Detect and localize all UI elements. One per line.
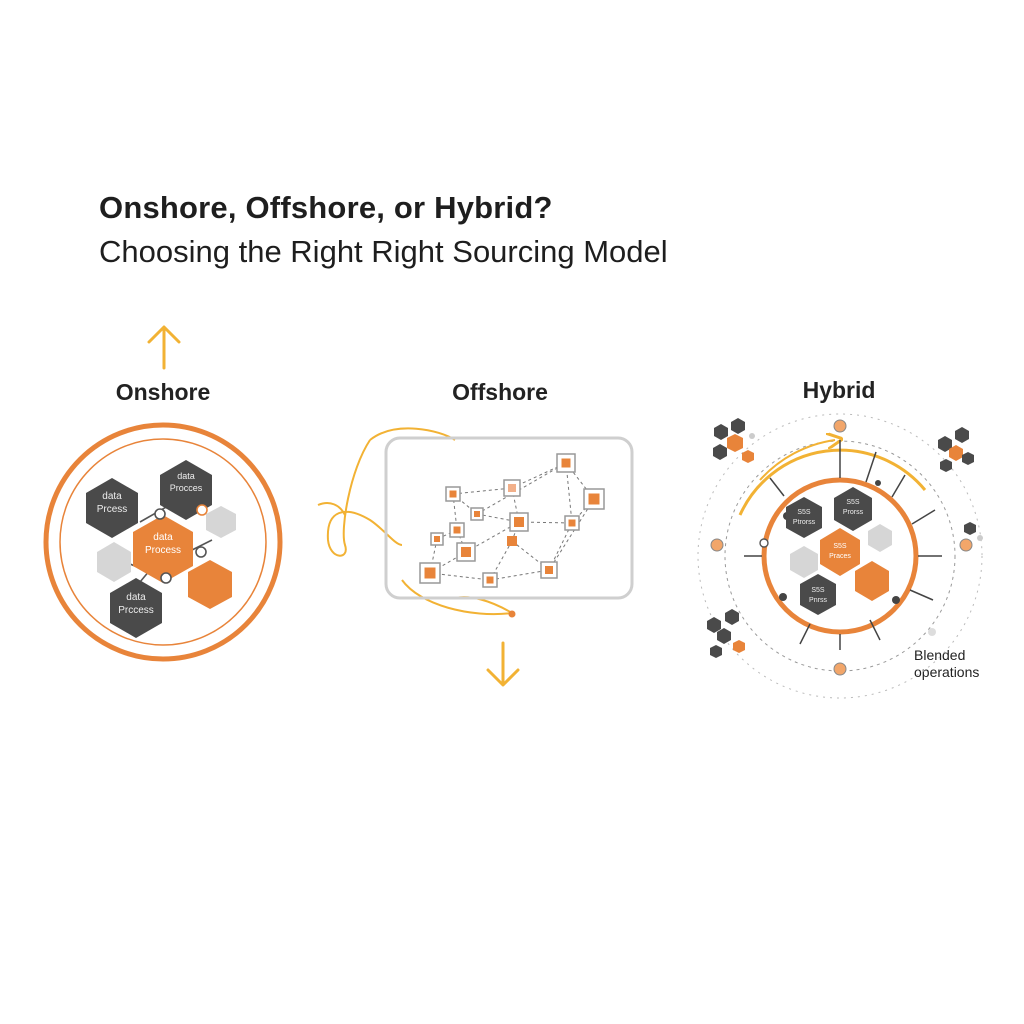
hybrid-ring-node [759, 538, 769, 548]
offshore-label: Offshore [452, 379, 548, 405]
onshore-hex-1-line1: data [102, 491, 122, 502]
onshore-hex-center-line1: data [153, 532, 173, 543]
onshore-outer-ring [43, 422, 283, 662]
onshore-inner-ring [59, 438, 267, 646]
offshore-nodes [419, 453, 605, 588]
hybrid-hex-1-line2: Ptrorss [793, 519, 816, 526]
hybrid-diagram: S5S Ptrorss S5S Prorss S5S Praces S5S Pn… [697, 413, 983, 699]
hybrid-orbit-node [833, 662, 847, 676]
onshore-hex-2-line2: Procces [170, 483, 203, 493]
hybrid-hex-2-line2: Prorss [843, 509, 864, 516]
onshore-hex-3-line1: data [126, 592, 146, 603]
onshore-hex-2 [160, 460, 212, 520]
note-line2: operations [914, 664, 980, 680]
onshore-hex-grey-1 [97, 542, 131, 582]
hybrid-cluster-top-left [713, 418, 755, 463]
onshore-hex-grey-2 [206, 506, 236, 538]
hybrid-hex-3-line2: Pnrss [809, 597, 827, 604]
down-arrow-icon [486, 641, 520, 687]
hybrid-hex-center-line1: S5S [833, 543, 847, 550]
hybrid-label: Hybrid [802, 377, 876, 403]
blended-operations-note: Blended operations [914, 647, 979, 681]
hybrid-hex-1 [786, 497, 822, 538]
offshore-swirl-tail [317, 502, 346, 516]
hybrid-ring-node [875, 480, 881, 486]
hybrid-hex-1-line1: S5S [797, 509, 811, 516]
hybrid-hex-grey [790, 546, 818, 578]
offshore-endpoint [508, 610, 516, 618]
hybrid-hex-3 [800, 574, 836, 615]
hybrid-hex-center-line2: Praces [829, 553, 851, 560]
onshore-node [154, 508, 166, 520]
hybrid-orbit-node [833, 419, 847, 433]
hybrid-ring-node [892, 596, 900, 604]
hybrid-orbit-node [959, 538, 973, 552]
hybrid-spokes [744, 440, 942, 650]
hybrid-orbit-node [710, 538, 724, 552]
hybrid-ring-node [779, 593, 787, 601]
onshore-hex-2-line1: data [177, 471, 195, 481]
note-line1: Blended [914, 647, 966, 663]
hybrid-hex-orange [855, 561, 889, 601]
onshore-label: Onshore [115, 379, 211, 405]
hybrid-hex-center [820, 528, 860, 576]
onshore-hex-3 [110, 578, 162, 638]
hybrid-hex-2-line1: S5S [846, 499, 860, 506]
onshore-hex-3-line2: Prccess [118, 605, 154, 616]
onshore-diagram: data Prcess data Procces data Process da… [43, 325, 283, 662]
hybrid-cluster-top-right [938, 427, 974, 472]
offshore-diagram [317, 427, 634, 687]
onshore-hex-orange [188, 560, 232, 609]
offshore-frame [384, 436, 634, 600]
hybrid-orange-ring [761, 477, 919, 635]
hybrid-cluster-bottom-left [707, 609, 745, 658]
hybrid-hex-2 [834, 487, 872, 531]
hybrid-yellow-arc [738, 448, 927, 516]
onshore-hex-1 [86, 478, 138, 538]
hybrid-arrow-arc [759, 440, 835, 481]
onshore-hex-center [133, 515, 193, 583]
hybrid-cluster-right [964, 522, 983, 541]
hybrid-hex-grey-2 [868, 524, 892, 552]
onshore-hex-center-line2: Process [145, 545, 181, 556]
onshore-node [195, 546, 207, 558]
up-arrow-icon [147, 325, 181, 370]
hybrid-orbit-node [928, 628, 936, 636]
onshore-hex-1-line2: Prcess [97, 504, 128, 515]
hybrid-outer-orbit [697, 413, 983, 699]
page-subtitle: Choosing the Right Right Sourcing Model [99, 234, 668, 269]
onshore-node [160, 572, 172, 584]
hybrid-hex-3-line1: S5S [811, 587, 825, 594]
page-title: Onshore, Offshore, or Hybrid? [99, 190, 553, 225]
onshore-node [196, 504, 208, 516]
